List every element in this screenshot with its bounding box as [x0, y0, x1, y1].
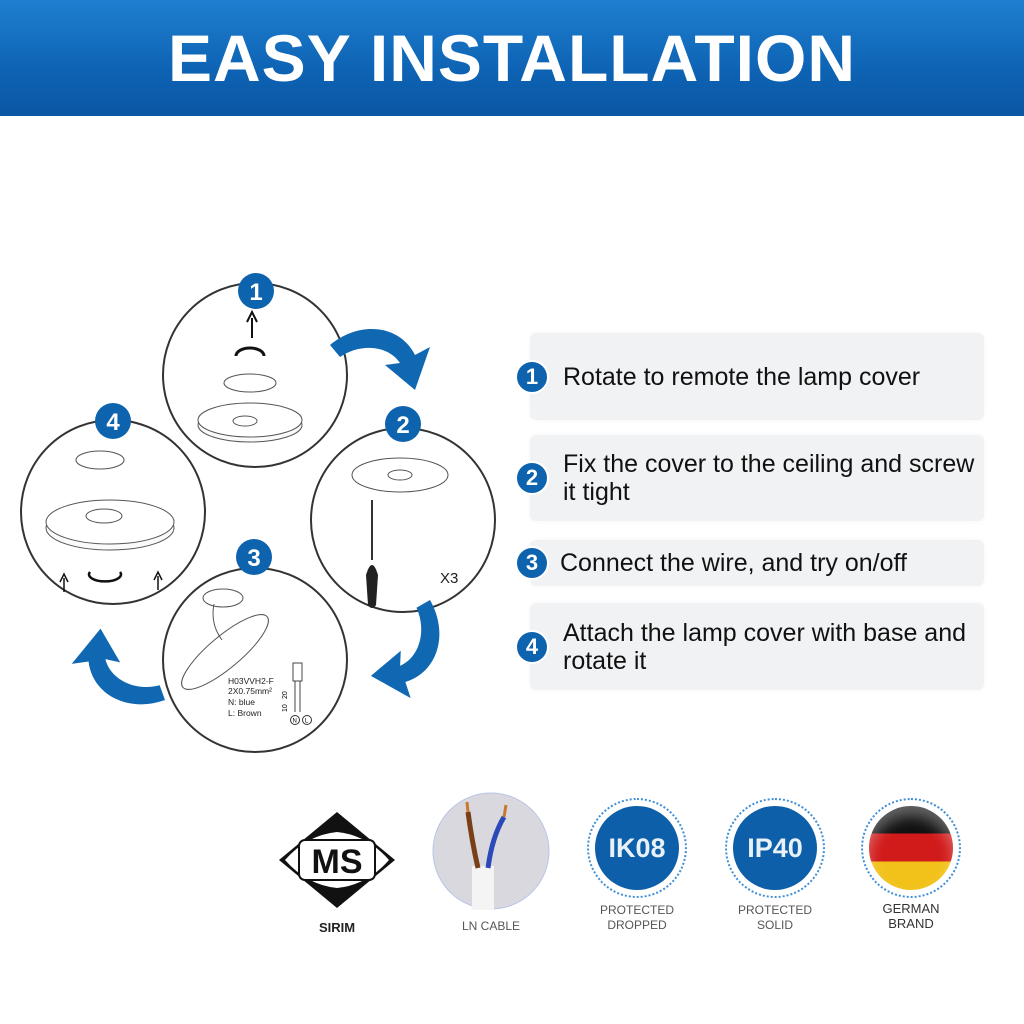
step-text: Attach the lamp cover with base and rota… [563, 618, 967, 675]
ip40-badge: IP40 PROTECTED SOLID [725, 798, 825, 933]
ip40-value: IP40 [733, 806, 817, 890]
ik08-label-1: PROTECTED [599, 903, 674, 917]
wire-model: H03VVH2-F [228, 676, 274, 686]
step-text: Rotate to remote the lamp cover [563, 362, 921, 391]
german-label-1: GERMAN [882, 901, 940, 916]
german-brand-badge: GERMAN BRAND [861, 798, 961, 931]
ik08-value: IK08 [595, 806, 679, 890]
step-4-illustration [20, 419, 206, 605]
step-number-4: 4 [106, 409, 120, 436]
ln-cable-label: LN CABLE [461, 919, 521, 933]
step-number-3: 3 [247, 545, 260, 572]
sirim-logo: MS [279, 812, 395, 908]
step-number-badge: 4 [515, 629, 549, 664]
ms-logo-text: MS [312, 843, 363, 881]
sirim-label: SIRIM [318, 920, 356, 935]
step-item-4: 4 Attach the lamp cover with base and ro… [515, 603, 984, 690]
dim-10: 10 [282, 704, 289, 712]
step-item-3: 3 Connect the wire, and try on/off [515, 540, 984, 586]
sirim-badge: MS SIRIM [277, 810, 397, 935]
n-label: N [293, 719, 297, 725]
ip40-label-2: SOLID [756, 918, 793, 932]
ip40-label-1: PROTECTED [737, 903, 812, 917]
step-text: Connect the wire, and try on/off [560, 549, 907, 577]
step-2-illustration: X3 [310, 427, 496, 613]
cable-image [432, 792, 550, 910]
screw-count: X3 [440, 570, 458, 587]
step-number-badge: 1 [515, 359, 549, 394]
step-3-illustration: H03VVH2-F 2X0.75mm² N: blue L: Brown 20 … [162, 567, 348, 753]
step-number-1: 1 [249, 279, 262, 306]
ln-cable-badge: LN CABLE [432, 792, 550, 934]
dim-20: 20 [282, 691, 289, 699]
step-item-2: 2 Fix the cover to the ceiling and screw… [515, 435, 984, 521]
step-number-2: 2 [396, 412, 409, 439]
german-flag-icon [869, 806, 953, 890]
ik08-badge: IK08 PROTECTED DROPPED [587, 798, 687, 933]
l-label: L [305, 719, 309, 725]
installation-diagram: X3 H03VVH2-F 2X0.75mm² N: blue L: Brown … [20, 273, 496, 753]
wire-live: L: Brown [228, 708, 262, 718]
wire-size: 2X0.75mm² [228, 686, 272, 696]
wire-neutral: N: blue [228, 697, 255, 707]
step-number-badge: 3 [515, 546, 549, 580]
german-label-2: BRAND [888, 916, 934, 931]
page-title: EASY INSTALLATION [167, 21, 857, 95]
step-1-illustration [162, 282, 348, 468]
header-banner: EASY INSTALLATION [0, 0, 1024, 116]
step-text: Fix the cover to the ceiling and screw i… [563, 450, 975, 506]
ik08-label-2: DROPPED [607, 918, 667, 932]
step-item-1: 1 Rotate to remote the lamp cover [515, 333, 984, 420]
step-number-badge: 2 [515, 461, 549, 495]
